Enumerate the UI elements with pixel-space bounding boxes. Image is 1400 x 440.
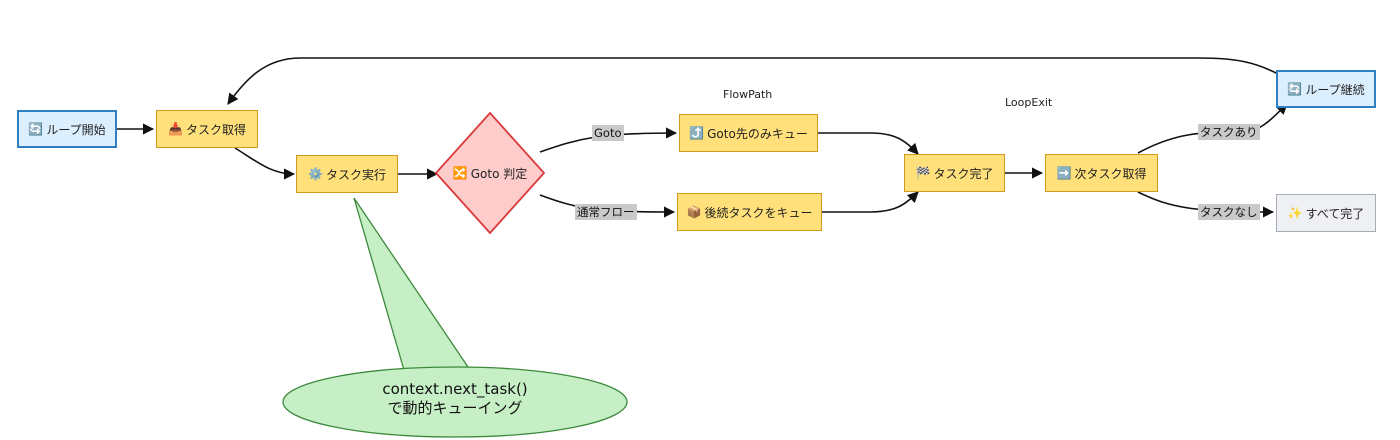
edge-gotoqueue-taskdone [818,132,919,155]
edge-nextqueue-taskdone [822,191,919,213]
gear-icon: ⚙️ [308,167,323,181]
edge-label-normal-flow: 通常フロー [575,204,637,220]
callout-ellipse [282,366,628,438]
next-task-node[interactable]: ➡️ 次タスク取得 [1045,154,1158,192]
package-icon: 📦 [686,205,702,219]
goto-judge-diamond[interactable] [434,111,546,235]
loop-icon: 🔄 [28,122,44,136]
goto-queue-node[interactable]: ⤴️ Goto先のみキュー [679,114,818,152]
subgraph-label-flowpath: FlowPath [723,88,773,101]
edge-label-has-task: タスクあり [1198,124,1260,140]
edge-gettask-exectask [234,147,296,180]
task-done-label: タスク完了 [933,166,994,181]
loop-continue-node[interactable]: 🔄 ループ継続 [1276,70,1376,108]
callout-seam-cover [405,369,469,372]
checkered-flag-icon: 🏁 [915,166,931,180]
subgraph-label-loopexit: LoopExit [1005,96,1053,109]
get-task-node[interactable]: 📥 タスク取得 [156,110,258,148]
loop-continue-label: ループ継続 [1305,82,1365,97]
next-task-label: 次タスク取得 [1074,166,1147,181]
loop-icon: 🔄 [1287,82,1303,96]
edge-loopcontinue-gettask [227,57,1279,105]
next-queue-node[interactable]: 📦 後続タスクをキュー [677,193,822,231]
return-arrow-icon: ⤴️ [689,126,705,140]
goto-queue-label: Goto先のみキュー [707,126,808,141]
callout-pointer [353,197,472,371]
callout-line-1: context.next_task() [382,380,528,398]
edge-label-no-task: タスクなし [1198,204,1260,220]
all-done-node[interactable]: ✨ すべて完了 [1276,194,1376,232]
callout-text: context.next_task() で動的キューイング [300,380,610,418]
callout-line-2: で動的キューイング [387,399,523,417]
right-arrow-icon: ➡️ [1056,166,1072,180]
task-done-node[interactable]: 🏁 タスク完了 [904,154,1005,192]
edge-label-goto: Goto [592,125,624,141]
exec-task-label: タスク実行 [325,167,386,182]
all-done-label: すべて完了 [1305,206,1365,221]
next-queue-label: 後続タスクをキュー [704,205,813,220]
loop-start-label: ループ開始 [46,122,106,137]
exec-task-node[interactable]: ⚙️ タスク実行 [296,155,398,193]
sparkles-icon: ✨ [1287,206,1303,220]
inbox-icon: 📥 [168,122,183,136]
loop-start-node[interactable]: 🔄 ループ開始 [17,110,117,148]
get-task-label: タスク取得 [185,122,246,137]
